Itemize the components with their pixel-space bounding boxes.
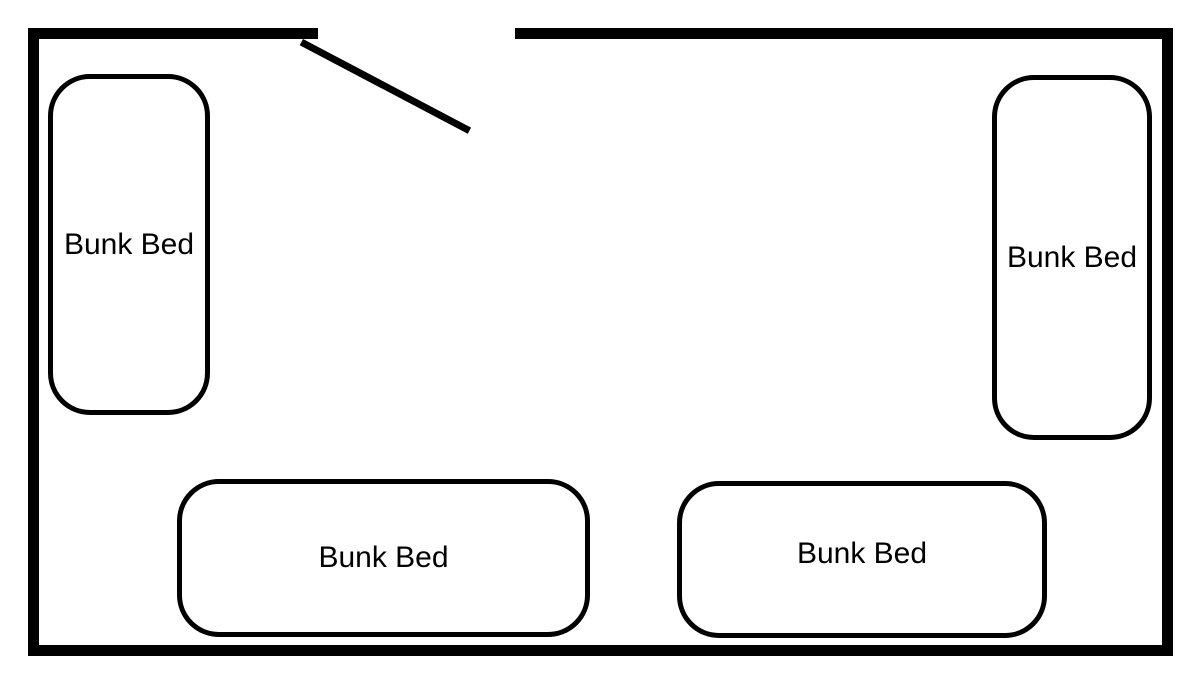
wall-left <box>28 28 39 656</box>
wall-top-right-segment <box>515 28 1173 39</box>
wall-right <box>1162 28 1173 656</box>
bunk-bed-label: Bunk Bed <box>1006 240 1138 274</box>
wall-top-left-segment <box>28 28 318 39</box>
bunk-bed-label: Bunk Bed <box>796 536 928 570</box>
bunk-bed-label: Bunk Bed <box>63 227 195 261</box>
bunk-bed-top-left[interactable]: Bunk Bed <box>48 74 210 415</box>
wall-bottom <box>28 645 1173 656</box>
bunk-bed-bottom-left[interactable]: Bunk Bed <box>177 479 590 637</box>
bunk-bed-top-right[interactable]: Bunk Bed <box>992 75 1152 440</box>
bunk-bed-bottom-right[interactable]: Bunk Bed <box>677 481 1047 638</box>
bunk-bed-label: Bunk Bed <box>318 541 449 574</box>
door-swing-line <box>299 39 472 134</box>
